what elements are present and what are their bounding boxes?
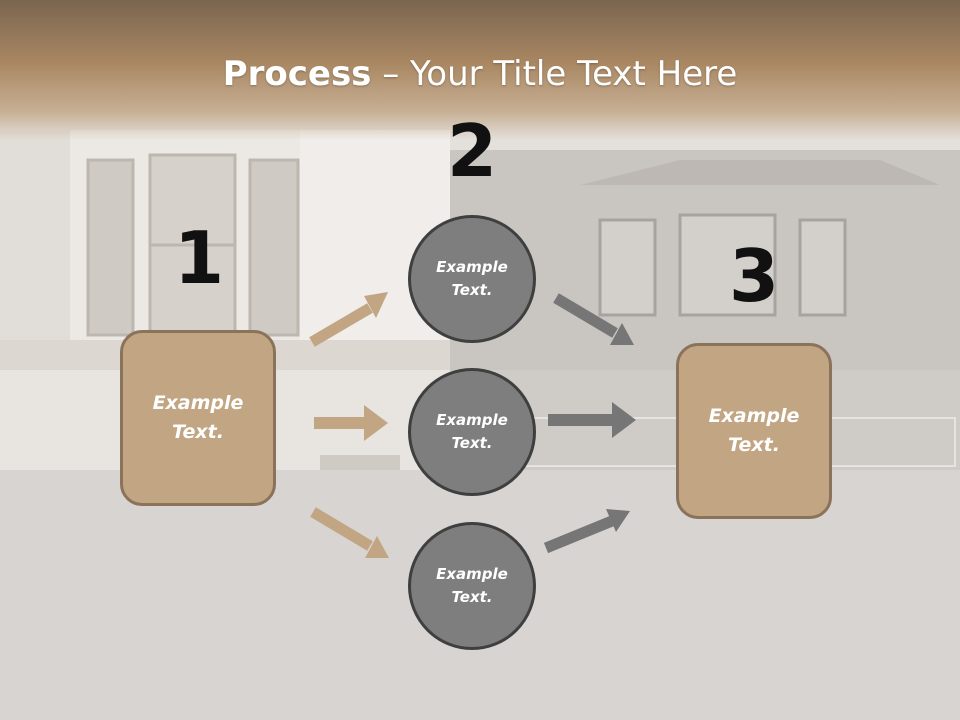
left-step-box: Example Text. xyxy=(120,330,276,506)
arrow-to-circle-2 xyxy=(314,405,388,441)
title-rest: – Your Title Text Here xyxy=(371,54,738,94)
circle-step-2: Example Text. xyxy=(408,368,536,496)
arrow-from-circle-2 xyxy=(548,402,636,438)
right-step-text: Example Text. xyxy=(708,405,800,456)
step-number-3: 3 xyxy=(728,234,780,318)
circle-step-1: Example Text. xyxy=(408,215,536,343)
arrow-from-circle-1 xyxy=(553,293,634,345)
circle-step-1-text: Example Text. xyxy=(436,258,508,299)
arrow-to-circle-1 xyxy=(309,292,388,347)
title-bold: Process xyxy=(222,54,372,94)
arrow-from-circle-3 xyxy=(543,509,630,554)
circle-step-3-text: Example Text. xyxy=(436,565,508,606)
arrow-to-circle-3 xyxy=(310,507,389,558)
title-band xyxy=(0,0,960,140)
step-number-1: 1 xyxy=(173,216,225,300)
slide-title: Process – Your Title Text Here xyxy=(0,52,960,96)
circle-step-2-text: Example Text. xyxy=(436,411,508,452)
circle-step-3: Example Text. xyxy=(408,522,536,650)
left-step-text: Example Text. xyxy=(152,392,244,443)
right-step-box: Example Text. xyxy=(676,343,832,519)
step-number-2: 2 xyxy=(446,109,498,193)
